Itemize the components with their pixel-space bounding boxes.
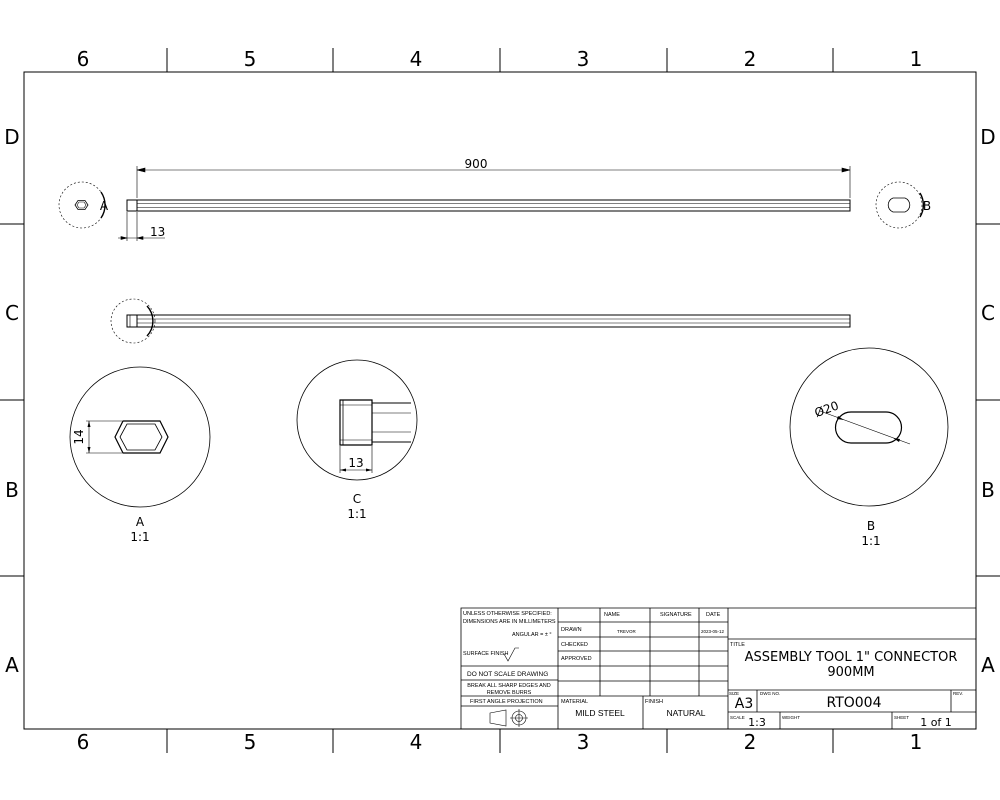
tb-title-label: TITLE: [730, 642, 745, 648]
zone-col-6: 6: [77, 47, 90, 71]
detail-c-callout: [111, 299, 155, 343]
zone-row-labels-left: D C B A: [4, 125, 19, 677]
tb-drawn-date: 2023-05-12: [701, 629, 725, 634]
tb-dwg-no-label: DWG NO.: [760, 691, 780, 696]
zone-row-d: D: [980, 125, 995, 149]
zone-col-6: 6: [77, 730, 90, 754]
end-length-dimension: [118, 212, 165, 241]
overall-length-label: 900: [465, 157, 488, 171]
title-block-lines: [461, 608, 976, 729]
tb-size: A3: [735, 696, 753, 712]
tb-title-line1: ASSEMBLY TOOL 1" CONNECTOR: [745, 650, 958, 665]
tb-rev-label: REV.: [953, 691, 963, 696]
tb-sheet-label: SHEET: [894, 715, 909, 720]
detail-c-title: C: [353, 492, 361, 506]
zone-row-b: B: [981, 478, 995, 502]
zone-col-2: 2: [744, 47, 757, 71]
tb-col-name: NAME: [604, 612, 620, 618]
detail-a-title: A: [136, 515, 145, 529]
overall-length-dimension: [137, 166, 850, 198]
rod-top-view: [127, 200, 850, 211]
surface-finish-icon: [504, 648, 519, 661]
tb-projection: FIRST ANGLE PROJECTION: [470, 699, 543, 705]
zone-row-b: B: [5, 478, 19, 502]
zone-row-c: C: [981, 301, 995, 325]
first-angle-projection-icon: [490, 709, 528, 727]
tb-row-drawn: DRAWN: [561, 627, 582, 633]
tb-surface-finish: SURFACE FINISH: [463, 651, 509, 657]
tb-material-label: MATERIAL: [561, 699, 588, 705]
detail-c-view: [297, 360, 417, 480]
tb-dwg-no: RTO004: [826, 695, 881, 711]
zone-row-a: A: [5, 653, 19, 677]
zone-col-4: 4: [410, 47, 423, 71]
tb-scale-label: SCALE: [730, 715, 745, 720]
tb-notes-line2: DIMENSIONS ARE IN MILLIMETERS: [463, 619, 556, 625]
tb-title-line2: 900MM: [827, 665, 874, 680]
detail-c-scale: 1:1: [347, 507, 366, 521]
tb-finish: NATURAL: [666, 708, 705, 718]
zone-col-4: 4: [410, 730, 423, 754]
detail-a-dim-arrows: [87, 421, 91, 453]
tb-do-not-scale: DO NOT SCALE DRAWING: [467, 671, 548, 678]
zone-column-labels-top: 6 5 4 3 2 1: [77, 47, 923, 71]
zone-column-labels-bottom: 6 5 4 3 2 1: [77, 730, 923, 754]
detail-a-callout: [59, 182, 105, 228]
zone-row-labels-right: D C B A: [980, 125, 995, 677]
detail-c-dim-arrows: [340, 468, 372, 472]
tb-drawn-name: TREVOR: [617, 629, 637, 634]
end-length-label: 13: [150, 225, 165, 239]
zone-col-3: 3: [577, 47, 590, 71]
tb-sheet: 1 of 1: [920, 716, 952, 729]
tb-size-label: SIZE: [729, 691, 739, 696]
zone-col-5: 5: [244, 730, 257, 754]
rod-side-view: [127, 315, 850, 327]
detail-b-marker: B: [923, 199, 931, 213]
zone-col-1: 1: [910, 47, 923, 71]
detail-b-view: [790, 348, 948, 506]
sheet-frame: [0, 48, 1000, 753]
detail-a-marker: A: [100, 199, 109, 213]
detail-a-width-label: 14: [72, 429, 86, 444]
zone-col-2: 2: [744, 730, 757, 754]
detail-b-dim-arrows: [837, 416, 900, 442]
detail-b-callout: [876, 182, 923, 228]
tb-col-date: DATE: [706, 612, 721, 618]
tb-angular: ANGULAR = ± °: [512, 632, 552, 638]
tb-break-edges-1: BREAK ALL SHARP EDGES AND: [467, 683, 550, 689]
detail-b-scale: 1:1: [861, 534, 880, 548]
zone-row-a: A: [981, 653, 995, 677]
zone-col-1: 1: [910, 730, 923, 754]
detail-a-scale: 1:1: [130, 530, 149, 544]
zone-col-5: 5: [244, 47, 257, 71]
tb-col-signature: SIGNATURE: [660, 612, 692, 618]
tb-notes-line1: UNLESS OTHERWISE SPECIFIED:: [463, 611, 552, 617]
tb-material: MILD STEEL: [575, 708, 625, 718]
tb-row-approved: APPROVED: [561, 656, 592, 662]
tb-break-edges-2: REMOVE BURRS: [487, 690, 532, 696]
tb-scale: 1:3: [748, 716, 766, 729]
zone-row-d: D: [4, 125, 19, 149]
detail-c-length-label: 13: [348, 456, 363, 470]
zone-col-3: 3: [577, 730, 590, 754]
tb-row-checked: CHECKED: [561, 642, 588, 648]
detail-a-view: [70, 367, 210, 507]
tb-finish-label: FINISH: [645, 699, 663, 705]
tb-weight-label: WEIGHT: [782, 715, 800, 720]
detail-b-title: B: [867, 519, 875, 533]
zone-row-c: C: [5, 301, 19, 325]
